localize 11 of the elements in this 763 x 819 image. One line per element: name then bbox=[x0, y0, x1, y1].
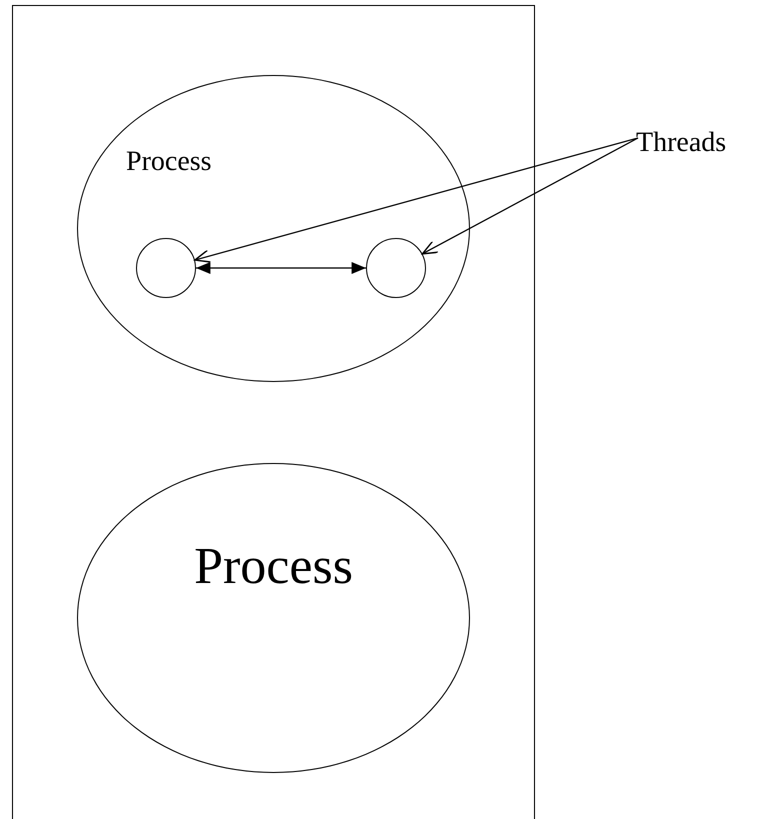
process-label: Process bbox=[194, 541, 353, 593]
thread-circle bbox=[136, 238, 196, 298]
double-arrow bbox=[196, 262, 366, 274]
process-ellipse bbox=[77, 463, 470, 773]
leader-line bbox=[422, 137, 638, 255]
leader-line bbox=[194, 137, 638, 263]
callout-label: Threads bbox=[636, 128, 750, 158]
process-label: Process bbox=[126, 148, 212, 176]
thread-circle bbox=[366, 238, 426, 298]
frame-box bbox=[12, 5, 535, 819]
process-ellipse bbox=[77, 75, 470, 382]
